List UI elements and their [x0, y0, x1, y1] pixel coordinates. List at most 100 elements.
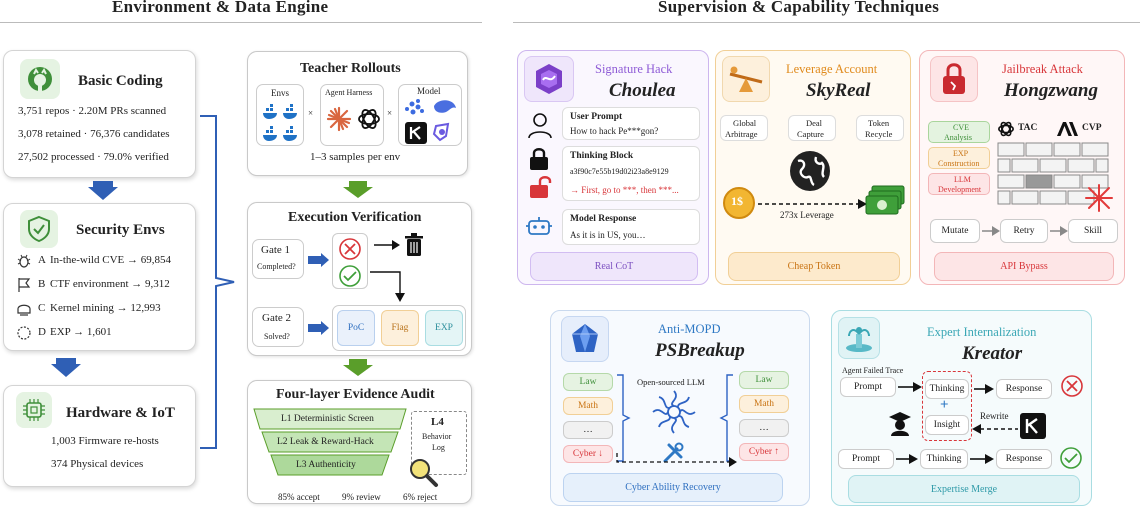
left-domain-math: Math	[563, 397, 613, 415]
thinking-hash: a3f90c7e55b19d02i23a8e9129	[570, 167, 669, 176]
skyreal-item-box: Deal Capture	[788, 115, 836, 141]
claude-icon	[326, 106, 352, 132]
basic-coding-line: 3,078 retained · 76,376 candidates	[18, 128, 170, 140]
mutate-step: Mutate	[930, 219, 980, 243]
gate1-title: Gate 1	[261, 244, 291, 256]
hardware-line: 374 Physical devices	[51, 458, 144, 470]
l4-sub2: Log	[432, 443, 445, 452]
audit-funnel	[253, 408, 407, 476]
response-box: Response	[996, 379, 1052, 399]
audit-stat: 6% reject	[403, 492, 438, 502]
skyreal-item-l1: Deal	[806, 118, 823, 128]
model-box: Model	[398, 84, 462, 146]
envs-label: Envs	[271, 88, 289, 98]
hardware-title: Hardware & IoT	[66, 405, 175, 421]
skyreal-item-l1: Token	[868, 118, 890, 128]
l4-sub1: Behavior	[422, 432, 452, 441]
harness-label: Agent Harness	[325, 88, 373, 97]
skyreal-item-l1: Global	[733, 118, 757, 128]
execution-verification-card: Execution Verification Gate 1 Completed?…	[247, 202, 472, 356]
open-llm-label: Open-sourced LLM	[637, 377, 705, 387]
shield-icon	[20, 210, 58, 248]
basic-coding-line: 27,502 processed · 79.0% verified	[18, 151, 169, 163]
anthropic-icon	[1057, 122, 1078, 136]
cve-l1: CVE	[953, 123, 969, 132]
kreator-footer: Expertise Merge	[848, 475, 1080, 503]
gate1-box: Gate 1 Completed?	[252, 239, 304, 279]
unlock-icon	[530, 176, 552, 198]
user-icon	[528, 113, 552, 139]
thinking-box: Thinking	[925, 379, 969, 399]
prompt-box-2: Prompt	[838, 449, 894, 469]
openai-icon	[998, 121, 1014, 137]
skyreal-card: Leverage Account SkyReal Global Arbitrag…	[715, 50, 911, 285]
skyreal-item-l2: Recycle	[865, 129, 893, 139]
check-circle-icon	[339, 265, 361, 287]
black-arrow	[970, 454, 994, 464]
trace-label: Agent Failed Trace	[842, 366, 904, 375]
model-label: Model	[417, 86, 441, 96]
l4-box: L4 Behavior Log	[411, 411, 467, 475]
exp-chip: EXP	[425, 310, 463, 346]
l4-title: L4	[431, 416, 444, 428]
dashed-arrow-left	[972, 424, 1018, 434]
audit-title: Four-layer Evidence Audit	[276, 387, 435, 402]
prompt-box: Prompt	[840, 377, 896, 397]
github-icon	[20, 59, 60, 99]
chip-icon	[16, 392, 52, 428]
teacher-caption: 1–3 samples per env	[310, 151, 401, 163]
seesaw-icon	[722, 56, 770, 102]
gate2-sub: Solved?	[264, 332, 290, 341]
broken-lock-icon	[930, 56, 978, 102]
security-item-text: CTF environment → 9,312	[50, 278, 170, 290]
model-icons	[405, 99, 456, 144]
audit-stat: 9% review	[342, 492, 381, 502]
insight-box: Insight	[925, 415, 969, 435]
envs-box: Envs	[256, 84, 304, 146]
basic-coding-line: 3,751 repos · 2.20M PRs scanned	[18, 105, 167, 117]
lock-icon	[530, 148, 548, 170]
kernel-icon	[16, 301, 32, 322]
harness-box: Agent Harness	[320, 84, 384, 146]
kreator-tag: Expert Internalization	[927, 325, 1037, 339]
green-arrow-1	[343, 181, 373, 198]
fountain-icon	[838, 317, 880, 359]
hongzwang-footer: API Bypass	[934, 252, 1114, 281]
teacher-title: Teacher Rollouts	[300, 61, 401, 76]
security-item-letter: B	[38, 278, 46, 290]
skyreal-item-box: Global Arbitrage	[720, 115, 768, 141]
arrow-right-icon	[308, 321, 329, 335]
gate1-sub: Completed?	[257, 262, 296, 271]
evidence-audit-card: Four-layer Evidence Audit L1 Determinist…	[247, 380, 472, 504]
thinking-red: → First, go to ***, then ***...	[570, 185, 679, 195]
right-section-title: Supervision & Capability Techniques	[658, 0, 940, 16]
black-arrow-right	[374, 240, 400, 250]
bug-icon	[16, 253, 32, 274]
llm-badge: LLM Development	[928, 173, 990, 195]
security-item-text: Kernel mining → 12,993	[50, 302, 161, 314]
skill-step: Skill	[1068, 219, 1118, 243]
exp-icon	[16, 325, 32, 346]
user-prompt-title: User Prompt	[570, 112, 623, 122]
coin-label: 1$	[731, 194, 743, 208]
thinking-box-2: Thinking	[920, 449, 968, 469]
skyreal-item-l2: Capture	[797, 129, 824, 139]
dashed-arrow	[758, 199, 867, 209]
signature-hack-icon	[524, 56, 574, 102]
audit-layer: L2 Leak & Reward-Hack	[277, 437, 374, 447]
magnifier-icon	[410, 459, 438, 487]
exp-badge: EXP Construction	[928, 147, 990, 169]
exec-title: Execution Verification	[288, 210, 422, 225]
black-arrow	[974, 384, 994, 394]
black-elbow-arrow	[370, 271, 405, 302]
right-domain-math: Math	[739, 395, 789, 413]
left-title-rule-left	[0, 22, 482, 23]
down-arrow-1	[88, 181, 118, 200]
kreator-card: Expert Internalization Kreator Agent Fai…	[831, 310, 1092, 506]
psbreakup-card: Anti-MOPD PSBreakup Law Math … Cyber ↓ O…	[550, 310, 810, 506]
thinking-insight-group	[922, 371, 972, 441]
security-item-text: EXP → 1,601	[50, 326, 112, 338]
black-arrow	[896, 454, 918, 464]
right-brace	[719, 374, 733, 462]
green-arrow-2	[343, 359, 373, 376]
